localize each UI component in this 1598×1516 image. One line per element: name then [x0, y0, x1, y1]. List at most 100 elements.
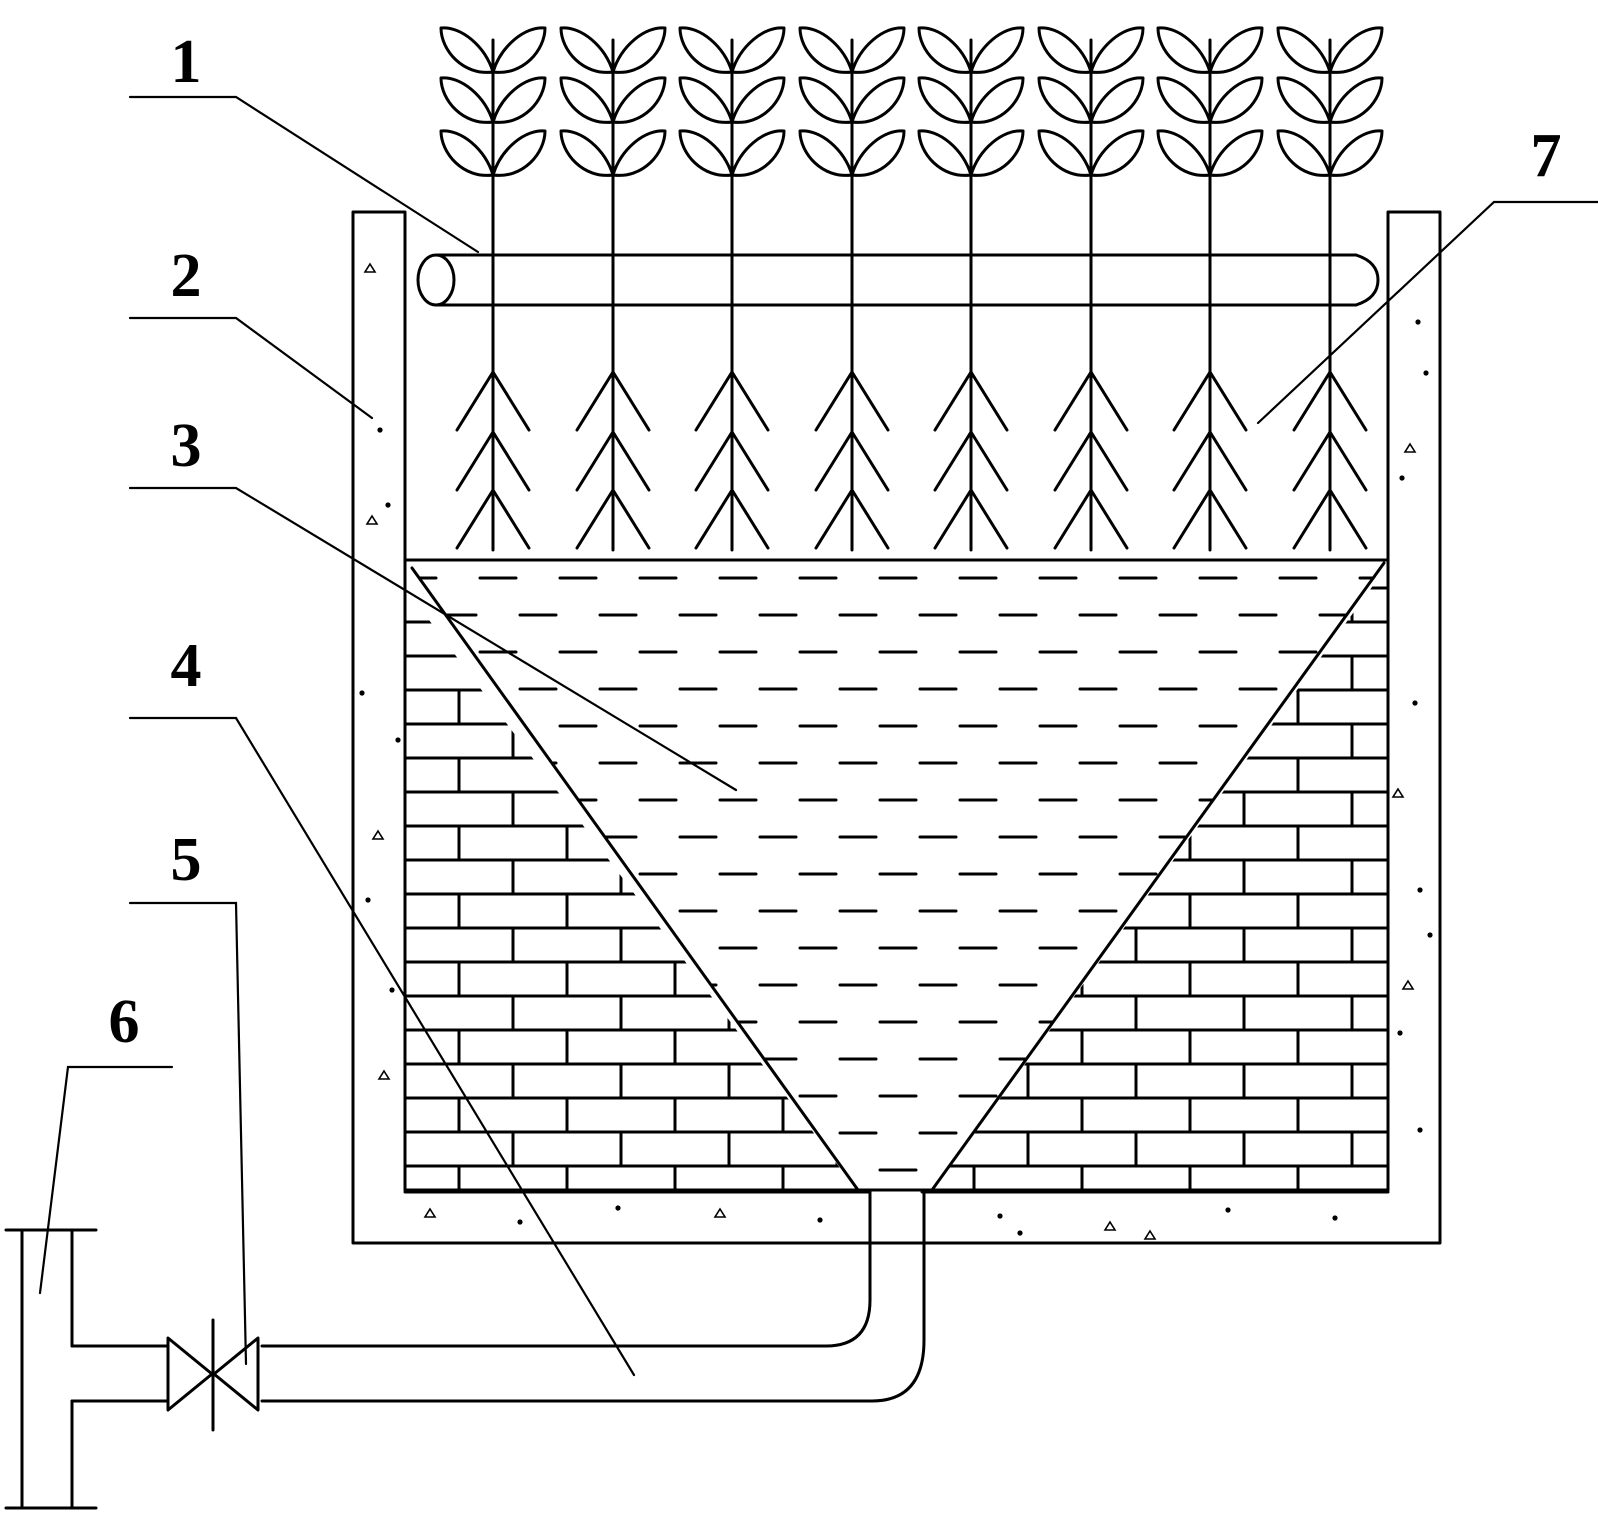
plant-leaf — [730, 26, 786, 74]
plant-leaf — [1156, 26, 1212, 74]
leader-line-2 — [128, 316, 374, 420]
plant-leaf — [798, 129, 854, 177]
concrete-speckle — [423, 1207, 437, 1218]
concrete-speckle — [377, 427, 383, 433]
label-1: 1 — [171, 28, 202, 96]
plant-root — [1053, 370, 1129, 432]
concrete-speckle — [1423, 370, 1429, 376]
concrete-speckle — [363, 262, 377, 273]
water-body — [405, 576, 1388, 1172]
plant-root — [575, 430, 651, 492]
plant-leaf — [1037, 26, 1093, 74]
concrete-speckle — [1417, 887, 1423, 893]
plant-leaf — [730, 129, 786, 177]
plant-root — [694, 488, 770, 550]
label-5: 5 — [171, 826, 202, 894]
plant-leaf — [850, 76, 906, 124]
concrete-speckle — [359, 690, 365, 696]
plant-root — [814, 370, 890, 432]
plant-leaf — [969, 129, 1025, 177]
plant-root — [933, 488, 1009, 550]
plant-root — [1292, 370, 1368, 432]
concrete-tank-outer-wall — [351, 210, 1442, 1245]
concrete-speckle — [365, 897, 371, 903]
concrete-speckle — [1403, 442, 1417, 453]
plant-leaf — [611, 76, 667, 124]
plant-leaf — [1208, 26, 1264, 74]
plant-root — [1172, 430, 1248, 492]
plant-root — [814, 488, 890, 550]
concrete-speckle — [365, 514, 379, 525]
plant-root — [1053, 488, 1129, 550]
plant-leaf — [969, 76, 1025, 124]
plant-leaf — [969, 26, 1025, 74]
leader-lines — [38, 95, 1598, 1377]
plant-root — [575, 370, 651, 432]
plants-group — [439, 26, 1384, 552]
plant-leaf — [491, 129, 547, 177]
plant-leaf — [678, 26, 734, 74]
plant-leaf — [798, 76, 854, 124]
plant-leaf — [1089, 76, 1145, 124]
plant-leaf — [1037, 76, 1093, 124]
leader-line-1 — [128, 95, 480, 254]
plant-leaf — [1276, 129, 1332, 177]
plant-icon — [917, 26, 1025, 552]
plant-icon — [678, 26, 786, 552]
label-7: 7 — [1531, 122, 1562, 190]
concrete-speckle — [1401, 979, 1415, 990]
concrete-speckle — [385, 502, 391, 508]
plant-leaf — [1328, 129, 1384, 177]
concrete-speckles — [359, 262, 1433, 1240]
brick-fill-left — [405, 588, 858, 1192]
plant-leaf — [1276, 76, 1332, 124]
leader-line-6 — [38, 1065, 174, 1295]
concrete-speckle — [1427, 932, 1433, 938]
plant-leaf — [1328, 26, 1384, 74]
plant-icon — [439, 26, 547, 552]
plant-icon — [1037, 26, 1145, 552]
plant-leaf — [1328, 76, 1384, 124]
plant-leaf — [559, 76, 615, 124]
plant-root — [455, 370, 531, 432]
concrete-speckle — [1017, 1230, 1023, 1236]
plant-root — [1172, 370, 1248, 432]
leader-line-5 — [128, 901, 248, 1366]
plant-icon — [798, 26, 906, 552]
plant-leaf — [1089, 26, 1145, 74]
plant-leaf — [917, 76, 973, 124]
main-drain-pipe — [4, 1228, 98, 1510]
label-6: 6 — [109, 988, 140, 1056]
concrete-speckle — [1103, 1220, 1117, 1231]
plant-root — [1172, 488, 1248, 550]
leader-line-3 — [128, 486, 738, 792]
label-2: 2 — [171, 242, 202, 310]
concrete-speckle — [1399, 475, 1405, 481]
plant-leaf — [1208, 76, 1264, 124]
plant-leaf — [491, 76, 547, 124]
brick-fill-right — [932, 586, 1388, 1192]
plant-icon — [1156, 26, 1264, 552]
plant-root — [694, 430, 770, 492]
leader-line-4 — [128, 716, 636, 1377]
plant-leaf — [678, 129, 734, 177]
concrete-speckle — [713, 1207, 727, 1218]
concrete-speckle — [1225, 1207, 1231, 1213]
concrete-speckle — [1391, 787, 1405, 798]
concrete-speckle — [817, 1217, 823, 1223]
plant-root — [694, 370, 770, 432]
plant-leaf — [1037, 129, 1093, 177]
concrete-speckle — [1143, 1229, 1157, 1240]
plant-root — [1292, 430, 1368, 492]
concrete-speckle — [395, 737, 401, 743]
plant-leaf — [439, 129, 495, 177]
plant-root — [1292, 488, 1368, 550]
concrete-speckle — [389, 987, 395, 993]
plant-leaf — [678, 76, 734, 124]
plant-leaf — [1208, 129, 1264, 177]
concrete-speckle — [1412, 700, 1418, 706]
plant-leaf — [917, 129, 973, 177]
plant-root — [814, 430, 890, 492]
